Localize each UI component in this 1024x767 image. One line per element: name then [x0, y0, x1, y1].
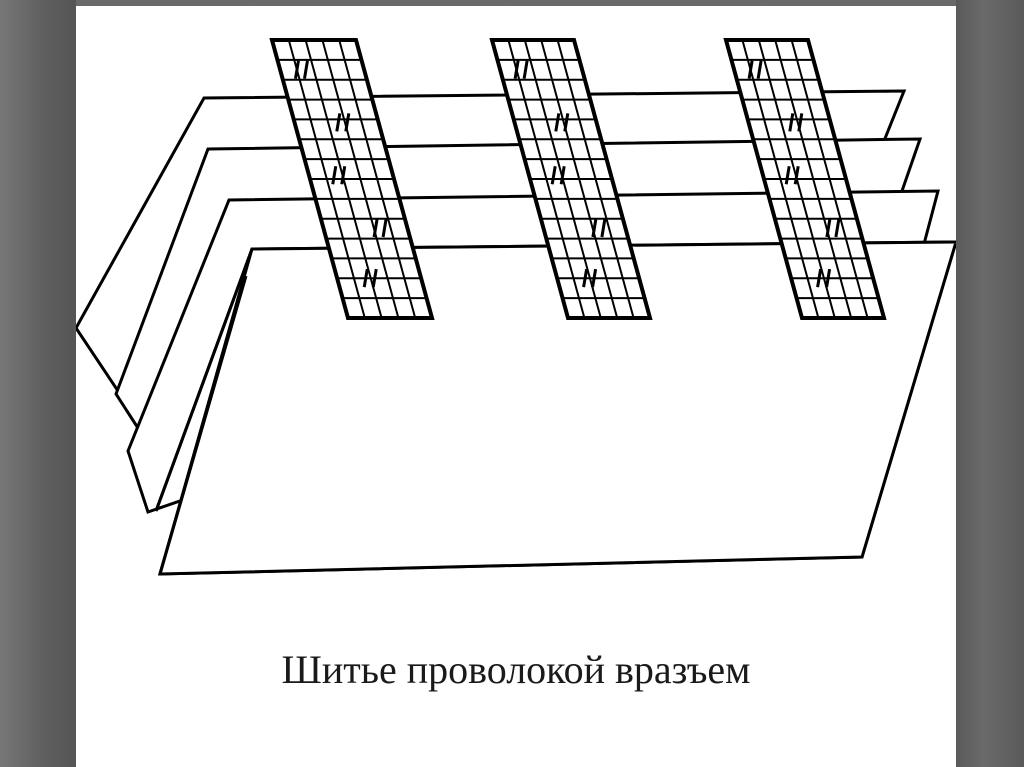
staple-1	[269, 38, 435, 320]
wire-staples	[269, 38, 887, 320]
diagram-caption: Шитье проволокой вразъем	[281, 647, 751, 692]
wire-stitching-diagram	[76, 38, 956, 576]
front-fold-lines	[154, 248, 254, 575]
staple-2	[489, 38, 653, 320]
paper-sheets	[76, 89, 956, 576]
staple-3	[723, 38, 887, 320]
slide: Шитье проволокой вразъем	[76, 6, 956, 767]
slide-backdrop-right	[956, 0, 1024, 767]
slide-backdrop-left	[0, 0, 76, 767]
